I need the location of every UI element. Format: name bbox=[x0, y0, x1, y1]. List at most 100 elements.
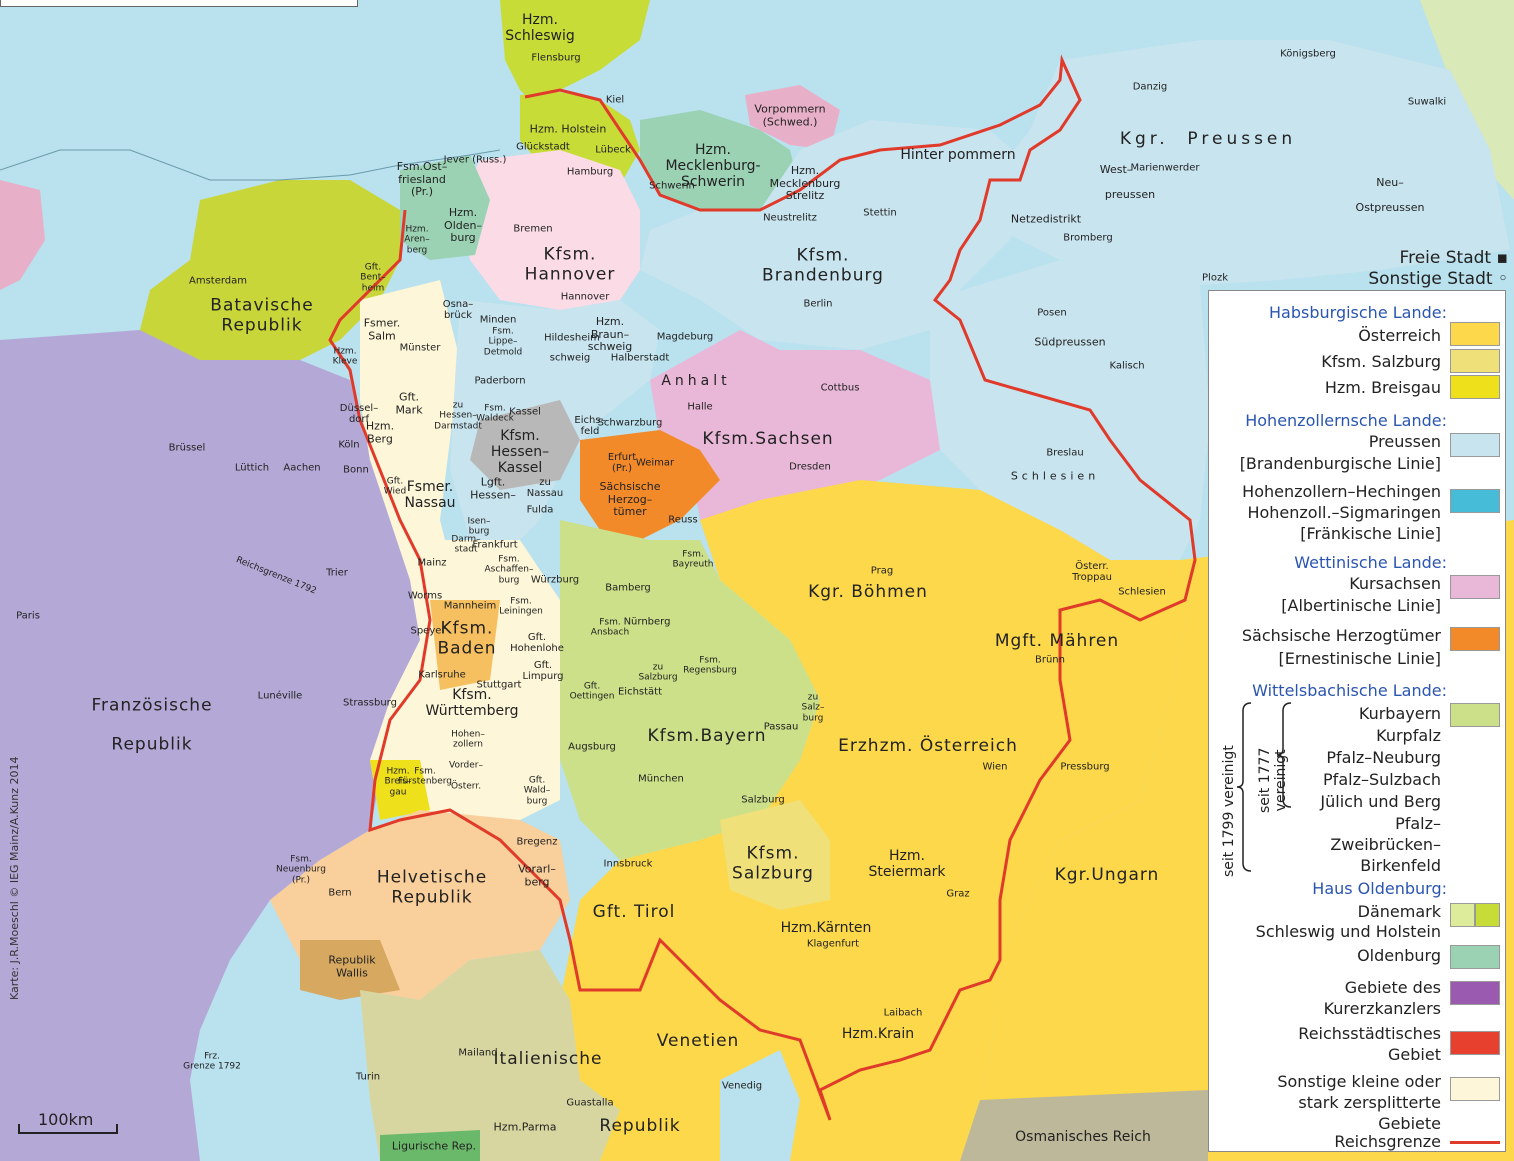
city-label: Breslau bbox=[1046, 447, 1084, 459]
reichsgrenze-line bbox=[328, 54, 1197, 1121]
freie-stadt-key: Freie Stadt ▪ bbox=[1399, 248, 1508, 268]
city-label: Graz bbox=[946, 888, 970, 900]
city-label: Pressburg bbox=[1060, 761, 1110, 773]
city-label: Berlin bbox=[803, 298, 833, 310]
city-label: Halle bbox=[687, 401, 713, 413]
area-wallis bbox=[300, 940, 400, 1000]
city-label: Danzig bbox=[1132, 81, 1168, 93]
region-label-kfsm-bayern: Kfsm.Bayern bbox=[647, 726, 767, 747]
city-label: Marienwerder bbox=[1130, 162, 1200, 174]
legend-wettin-heading: Wettinische Lande: bbox=[1294, 553, 1447, 572]
region-label-fsm-neuenburg: Fsm. Neuenburg (Pr.) bbox=[276, 854, 326, 886]
region-label-republik: Republik bbox=[599, 1116, 681, 1137]
swatch-preussen bbox=[1450, 433, 1500, 457]
region-label-gft-oettingen: Gft. Oettingen bbox=[569, 681, 615, 702]
region-label-isenburg: Isen– burg bbox=[467, 516, 491, 537]
city-label: Augsburg bbox=[568, 741, 616, 753]
region-label-kfsm-salzburg: Kfsm. Salzburg bbox=[732, 843, 814, 883]
region-label-schlesien: Schlesien bbox=[1010, 469, 1100, 483]
city-label: Neustrelitz bbox=[763, 212, 817, 224]
city-label: Venedig bbox=[721, 1080, 763, 1092]
top-frame bbox=[0, 0, 358, 7]
city-label: Mannheim bbox=[443, 600, 497, 612]
region-label-hzm-parma: Hzm.Parma bbox=[493, 1120, 557, 1134]
region-label-gft-tirol: Gft. Tirol bbox=[592, 902, 676, 923]
region-label-gft-bentheim: Gft. Bent– heim bbox=[360, 262, 386, 294]
area-ernestinisch bbox=[580, 430, 720, 540]
region-label-kfsm-baden: Kfsm. Baden bbox=[437, 618, 497, 658]
city-label: Österr. Troppau bbox=[1072, 561, 1112, 583]
region-label-fsm-regensburg: Fsm. Regensburg bbox=[683, 655, 737, 676]
region-label-fsmer-salm: Fsmer. Salm bbox=[363, 316, 401, 342]
region-label-lgft-hessen: Lgft. Hessen– bbox=[470, 475, 516, 501]
region-label-hzm-kleve: Hzm. Kleve bbox=[332, 346, 358, 367]
city-label: schweig bbox=[549, 352, 591, 364]
region-label-hzm-arenberg: Hzm. Aren– berg bbox=[404, 224, 430, 256]
region-label-hzm-oldenburg: Hzm. Olden– burg bbox=[444, 206, 482, 245]
region-label-fsm-lippe: Fsm. Lippe– Detmold bbox=[483, 326, 523, 358]
legend-kurpfalz: Kurpfalz bbox=[1376, 726, 1441, 745]
region-label-kfsm-hessen-kassel: Kfsm. Hessen– Kassel bbox=[490, 427, 550, 477]
region-label-batavische-republik: Batavische Republik bbox=[210, 295, 314, 335]
city-label: Eichstätt bbox=[617, 686, 663, 698]
city-label: Lunéville bbox=[257, 690, 303, 702]
city-label: Plozk bbox=[1202, 272, 1228, 284]
legend-hechingen: Hohenzollern–Hechingen bbox=[1242, 482, 1441, 501]
city-label: Flensburg bbox=[531, 52, 581, 64]
region-label-hzm-steiermark: Hzm. Steiermark bbox=[868, 847, 946, 880]
swatch-reichsgrenze bbox=[1450, 1141, 1500, 1144]
area-osmanisch bbox=[960, 1090, 1208, 1161]
city-label: Posen bbox=[1037, 307, 1067, 319]
city-label: Reuss bbox=[668, 514, 698, 526]
region-label-hzm-breisgau: Hzm. Breis– gau bbox=[384, 766, 412, 798]
city-label: Schwerin bbox=[649, 180, 695, 192]
region-label-erzhzm-oesterreich: Erzhzm. Österreich bbox=[838, 736, 1018, 757]
city-label: Glückstadt bbox=[516, 141, 570, 153]
swatch-oldenburg bbox=[1450, 945, 1500, 969]
region-label-zu-salzburg-2: zu Salz– burg bbox=[801, 692, 825, 724]
scale-tick-left bbox=[18, 1124, 20, 1134]
city-label: Worms bbox=[407, 590, 443, 602]
region-label-fsm-leiningen: Fsm. Leiningen bbox=[499, 596, 543, 617]
scale-tick-right bbox=[116, 1124, 118, 1134]
city-label: Kalisch bbox=[1109, 360, 1145, 372]
area-ostpreussen bbox=[990, 40, 1510, 285]
legend-oldenburg-heading: Haus Oldenburg: bbox=[1312, 879, 1447, 898]
area-england bbox=[0, 180, 45, 290]
legend-saechs-herz: Sächsische Herzogtümer bbox=[1241, 626, 1441, 645]
city-label: Trier bbox=[326, 567, 348, 579]
region-label-kfsm-hannover: Kfsm. Hannover bbox=[524, 244, 616, 284]
legend-schleswig-holstein: Schleswig und Holstein bbox=[1255, 922, 1441, 941]
city-label: Köln bbox=[338, 439, 360, 451]
city-label: Cottbus bbox=[820, 382, 860, 394]
region-label-darmstadt: Darm– stadt bbox=[451, 534, 481, 555]
city-label: Wien bbox=[982, 761, 1008, 773]
region-label-kgr-boehmen: Kgr. Böhmen bbox=[808, 582, 928, 603]
city-label: Bregenz bbox=[516, 836, 558, 848]
area-hannover bbox=[460, 150, 640, 310]
region-label-fsmer-nassau: Fsmer. Nassau bbox=[404, 478, 456, 511]
city-label: Passau bbox=[763, 721, 799, 733]
area-mecklenburg bbox=[640, 110, 800, 210]
city-label: Kiel bbox=[605, 94, 625, 106]
city-label: Bonn bbox=[343, 464, 369, 476]
city-label: Suwalki bbox=[1407, 96, 1447, 108]
swatch-ernestinisch bbox=[1450, 627, 1500, 651]
area-hessen-kassel bbox=[470, 400, 580, 490]
city-label: Gft. Limpurg bbox=[522, 660, 564, 682]
area-suedpreussen bbox=[930, 260, 1210, 560]
city-label: Düssel– dorf bbox=[339, 403, 379, 425]
region-label-gft-waldburg: Gft. Wald– burg bbox=[523, 775, 551, 807]
city-label: Turin bbox=[355, 1071, 381, 1083]
scale-label: 100km bbox=[38, 1110, 94, 1129]
area-breisgau bbox=[370, 760, 430, 820]
legend-wittels-heading: Wittelsbachische Lande: bbox=[1252, 681, 1447, 700]
region-label-hzm-mecklenburg-strelitz: Hzm. Mecklenburg Strelitz bbox=[769, 164, 841, 203]
city-label: Münster bbox=[399, 342, 441, 354]
swatch-oesterreich bbox=[1450, 322, 1500, 346]
region-label-saechsische-herzogtuemer: Sächsische Herzog– tümer bbox=[599, 480, 661, 519]
legend-daenemark: Dänemark bbox=[1357, 902, 1441, 921]
region-label-westpreussen: West– preussen bbox=[1099, 163, 1156, 202]
scale-bar: 100km bbox=[18, 1108, 128, 1142]
legend-breisgau: Hzm. Breisgau bbox=[1324, 378, 1441, 397]
